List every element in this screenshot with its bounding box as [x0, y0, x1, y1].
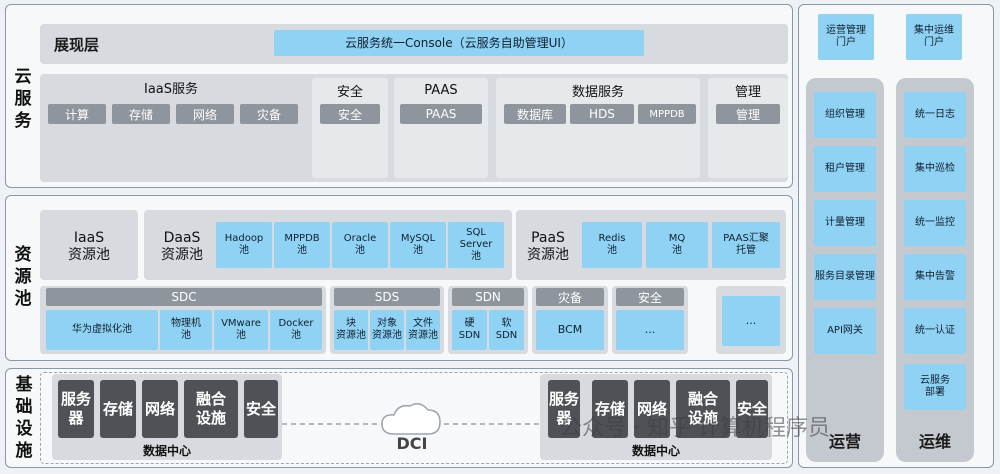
sdn-soft[interactable]: 软 SDN — [489, 310, 524, 350]
om-portal[interactable]: 集中运维 门户 — [906, 14, 962, 60]
sds-object[interactable]: 对象 资源池 — [370, 310, 404, 350]
sds-block[interactable]: 块 资源池 — [334, 310, 368, 350]
dc-left-storage[interactable]: 存储 — [100, 380, 136, 438]
infra-inner — [40, 372, 788, 464]
management-group — [708, 78, 788, 178]
paas-pool-label: PaaS 资源池 — [527, 230, 569, 263]
ops-item-api[interactable]: API网关 — [814, 308, 876, 354]
sdc-huawei-virt[interactable]: 华为虚拟化池 — [46, 310, 158, 350]
daas-mysql[interactable]: MySQL 池 — [390, 222, 446, 268]
dc-right-caption: 数据中心 — [631, 444, 680, 458]
paas-hosting[interactable]: PAAS汇聚 托管 — [712, 222, 780, 268]
daas-mppdb[interactable]: MPPDB 池 — [274, 222, 330, 268]
data-service-title: 数据服务 — [571, 84, 624, 100]
management-title: 管理 — [734, 84, 761, 100]
cloud-icon — [381, 403, 441, 435]
res-sec-item[interactable]: ... — [616, 310, 684, 350]
om-item-deploy[interactable]: 云服务 部署 — [904, 364, 966, 410]
sds-file[interactable]: 文件 资源池 — [406, 310, 440, 350]
management-item[interactable]: 管理 — [716, 104, 780, 124]
paas-item[interactable]: PAAS — [400, 104, 482, 124]
dci-connector — [282, 403, 540, 435]
paas-mq[interactable]: MQ 池 — [646, 222, 708, 268]
iaas-network[interactable]: 网络 — [176, 104, 234, 124]
dc-right-security[interactable]: 安全 — [736, 380, 768, 438]
sdc-physical[interactable]: 物理机 池 — [160, 310, 212, 350]
om-item-alarm[interactable]: 集中告警 — [904, 254, 966, 300]
om-footer: 运维 — [918, 432, 951, 451]
paas-title: PAAS — [424, 82, 458, 98]
data-service-database[interactable]: 数据库 — [504, 104, 566, 124]
paas-redis[interactable]: Redis 池 — [582, 222, 642, 268]
dci-label: DCI — [396, 434, 428, 453]
om-item-log[interactable]: 统一日志 — [904, 92, 966, 138]
iaas-service-title: IaaS服务 — [143, 81, 199, 97]
dc-left-security[interactable]: 安全 — [244, 380, 278, 438]
om-item-inspect[interactable]: 集中巡检 — [904, 146, 966, 192]
dc-left-network[interactable]: 网络 — [142, 380, 178, 438]
iaas-pool-label: IaaS 资源池 — [68, 230, 110, 263]
dc-right-storage[interactable]: 存储 — [592, 380, 628, 438]
dc-right-network[interactable]: 网络 — [634, 380, 670, 438]
paas-group — [394, 78, 488, 178]
data-service-group — [496, 78, 700, 178]
resource-pool-label: 资源池 — [14, 245, 32, 309]
dc-left-converged[interactable]: 融合 设施 — [184, 380, 238, 438]
ops-footer: 运营 — [828, 432, 861, 451]
iaas-pool-box — [40, 210, 138, 280]
daas-sqlserver[interactable]: SQL Server 池 — [448, 222, 504, 268]
ops-item-org[interactable]: 组织管理 — [814, 92, 876, 138]
dr-title: 灾备 — [536, 288, 604, 306]
data-service-mppdb[interactable]: MPPDB — [638, 104, 696, 124]
sdc-docker[interactable]: Docker 池 — [270, 310, 322, 350]
iaas-dr[interactable]: 灾备 — [240, 104, 298, 124]
res-sec-title: 安全 — [616, 288, 684, 306]
iaas-compute[interactable]: 计算 — [48, 104, 106, 124]
dr-bcm[interactable]: BCM — [536, 310, 604, 350]
security-title: 安全 — [336, 84, 363, 100]
cloud-service-label: 云服务 — [14, 67, 32, 131]
iaas-service-group: IaaS服务 — [44, 77, 298, 97]
daas-hadoop[interactable]: Hadoop 池 — [216, 222, 272, 268]
dc-right-server[interactable]: 服务 器 — [548, 380, 580, 438]
sdc-vmware[interactable]: VMware 池 — [214, 310, 268, 350]
sds-title: SDS — [334, 288, 440, 306]
dc-left-server[interactable]: 服务 器 — [58, 380, 94, 438]
security-item[interactable]: 安全 — [320, 104, 380, 124]
presentation-layer-label: 展现层 — [54, 36, 100, 54]
ops-portal[interactable]: 运营管理 门户 — [818, 14, 874, 60]
data-service-hds[interactable]: HDS — [570, 104, 634, 124]
extra-item[interactable]: ... — [722, 296, 780, 346]
daas-pool-label: DaaS 资源池 — [161, 230, 203, 263]
ops-item-metering[interactable]: 计量管理 — [814, 200, 876, 246]
security-group — [312, 78, 388, 178]
infra-label: 基础设施 — [15, 375, 33, 461]
sdn-hard[interactable]: 硬 SDN — [452, 310, 487, 350]
ops-item-tenant[interactable]: 租户管理 — [814, 146, 876, 192]
iaas-storage[interactable]: 存储 — [112, 104, 170, 124]
ops-item-catalog[interactable]: 服务目录管理 — [814, 254, 876, 300]
sdc-title: SDC — [46, 288, 322, 306]
dc-left-caption: 数据中心 — [142, 444, 191, 458]
console-box[interactable]: 云服务统一Console（云服务自助管理UI） — [274, 30, 644, 56]
om-item-monitor[interactable]: 统一监控 — [904, 200, 966, 246]
om-item-auth[interactable]: 统一认证 — [904, 308, 966, 354]
sdn-title: SDN — [452, 288, 524, 306]
watermark: 公众号 · 知乎 计算机程序员 — [560, 416, 830, 441]
daas-oracle[interactable]: Oracle 池 — [332, 222, 388, 268]
dc-right-converged[interactable]: 融合 设施 — [676, 380, 730, 438]
